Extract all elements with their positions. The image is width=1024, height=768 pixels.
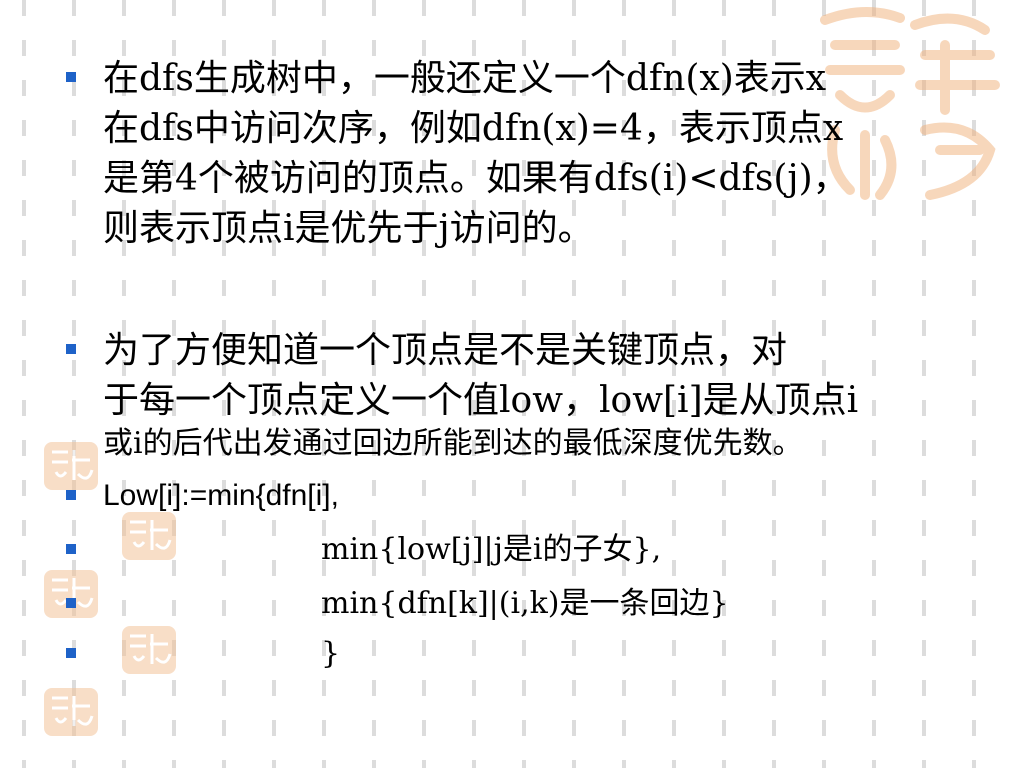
square-bullet-icon bbox=[66, 72, 76, 82]
text-line: 是第4个被访问的顶点。如果有dfs(i)<dfs(j)， bbox=[103, 158, 849, 199]
text-line: 则表示顶点i是优先于j访问的。 bbox=[103, 208, 594, 249]
formula-line-1: Low[i]:=min{dfn[i], bbox=[103, 479, 339, 512]
square-bullet-icon bbox=[66, 490, 76, 500]
seal-stamp-icon bbox=[44, 442, 98, 490]
text-line: 于每一个顶点定义一个值low，low[i]是从顶点i bbox=[103, 380, 859, 421]
formula-line-4: } bbox=[321, 636, 341, 671]
text-line: 在dfs生成树中，一般还定义一个dfn(x)表示x bbox=[103, 58, 827, 99]
text-line: 或i的后代出发通过回边所能到达的最低深度优先数。 bbox=[103, 426, 803, 461]
formula-line-2: min{low[j]|j是i的子女}, bbox=[321, 532, 662, 567]
text-line: 在dfs中访问次序，例如dfn(x)=4，表示顶点x bbox=[103, 108, 844, 149]
formula-line-3: min{dfn[k]|(i,k)是一条回边} bbox=[321, 586, 729, 621]
seal-stamp-icon bbox=[122, 626, 176, 674]
seal-stamp-icon bbox=[122, 512, 176, 560]
seal-stamp-icon bbox=[820, 6, 1000, 200]
square-bullet-icon bbox=[66, 598, 76, 608]
seal-stamp-icon bbox=[44, 570, 98, 618]
square-bullet-icon bbox=[66, 544, 76, 554]
seal-stamp-icon bbox=[44, 688, 98, 736]
square-bullet-icon bbox=[66, 648, 76, 658]
square-bullet-icon bbox=[66, 344, 76, 354]
text-line: 为了方便知道一个顶点是不是关键顶点，对 bbox=[103, 330, 788, 371]
